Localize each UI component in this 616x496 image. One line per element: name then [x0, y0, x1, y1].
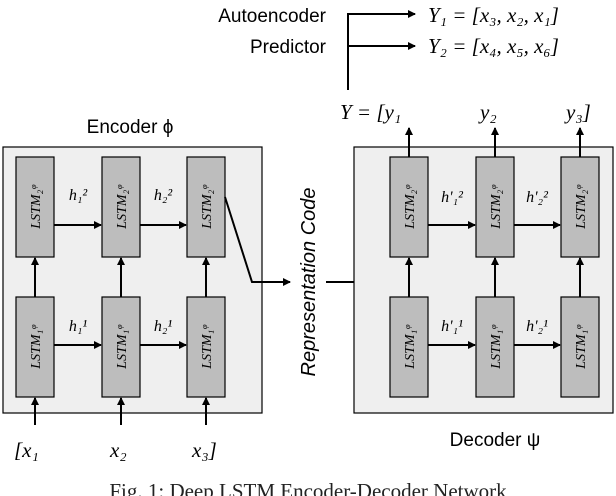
autoencoder-label: Autoencoder [218, 6, 326, 27]
encoder-layer1: LSTM₁ᵠ LSTM₁ᵠ LSTM₁ᵠ [15, 296, 226, 398]
encoder-lstm1-cell-3 [186, 296, 226, 398]
encoder-lstm1-label-3: LSTM₁ᵠ [200, 325, 215, 370]
decoder-h22: h'₂² [526, 189, 549, 206]
decoder-lstm1-label-3: LSTM₁ᵠ [574, 325, 589, 370]
encoder-lstm2-cell-3 [186, 156, 226, 258]
decoder-lstm1-label-1: LSTM₁ᵠ [403, 325, 418, 370]
decoder-lstm1-label-2: LSTM₁ᵠ [489, 325, 504, 370]
encoder-lstm2-label-3: LSTM₂ᵠ [200, 185, 215, 230]
encoder-lstm1-label-2: LSTM₁ᵠ [115, 325, 130, 370]
output-y1: Y = [y₁ [340, 100, 401, 124]
encoder-title: Encoder ϕ [87, 117, 174, 138]
encoder-h21: h₂¹ [154, 318, 173, 335]
encoder-lstm2-label-2: LSTM₂ᵠ [115, 185, 130, 230]
input-x1: [x₁ [14, 438, 39, 462]
decoder-lstm1-cell-1 [389, 296, 429, 398]
output-y2: y₂ [478, 100, 497, 124]
figure-caption: Fig. 1: Deep LSTM Encoder-Decoder Networ… [109, 479, 507, 496]
decoder-lstm2-cell-1 [389, 156, 429, 258]
decoder-lstm2-label-1: LSTM₂ᵠ [403, 185, 418, 230]
predictor-target: Y₂ = [x₄, x₅, x₆] [428, 34, 559, 58]
encoder-lstm2-label-1: LSTM₂ᵠ [29, 185, 44, 230]
decoder-lstm1-cell-3 [560, 296, 600, 398]
encoder-layer2: LSTM₂ᵠ LSTM₂ᵠ LSTM₂ᵠ [15, 156, 226, 258]
decoder-lstm2-label-3: LSTM₂ᵠ [574, 185, 589, 230]
predictor-label: Predictor [250, 37, 327, 58]
encoder-to-code-arrow [224, 196, 291, 286]
input-x2: x₂ [109, 438, 127, 462]
decoder-title: Decoder ψ [450, 430, 541, 451]
encoder-h22: h₂² [154, 187, 174, 204]
input-x3: x₃] [191, 438, 217, 462]
encoder-lstm1-label-1: LSTM₁ᵠ [29, 325, 44, 370]
output-y3: y₃] [564, 100, 591, 124]
encoder-h11: h₁¹ [69, 318, 88, 335]
decoder-layer2: LSTM₂ᵠ LSTM₂ᵠ LSTM₂ᵠ [389, 156, 600, 258]
decoder-lstm2-label-2: LSTM₂ᵠ [489, 185, 504, 230]
autoencoder-target: Y₁ = [x₃, x₂, x₁] [428, 3, 559, 27]
encoder-lstm1-cell-2 [101, 296, 141, 398]
decoder-h21: h'₂¹ [526, 318, 548, 335]
representation-code-label: Representation Code [298, 187, 320, 376]
encoder-lstm1-cell-1 [15, 296, 55, 398]
encoder-h12: h₁² [69, 187, 89, 204]
decoder-lstm1-cell-2 [475, 296, 515, 398]
decoder-layer1: LSTM₁ᵠ LSTM₁ᵠ LSTM₁ᵠ [389, 296, 600, 398]
decoder-h11: h'₁¹ [441, 318, 463, 335]
encoder-lstm2-cell-1 [15, 156, 55, 258]
autoencoder-arrow [347, 10, 416, 90]
decoder-h12: h'₁² [441, 189, 464, 206]
